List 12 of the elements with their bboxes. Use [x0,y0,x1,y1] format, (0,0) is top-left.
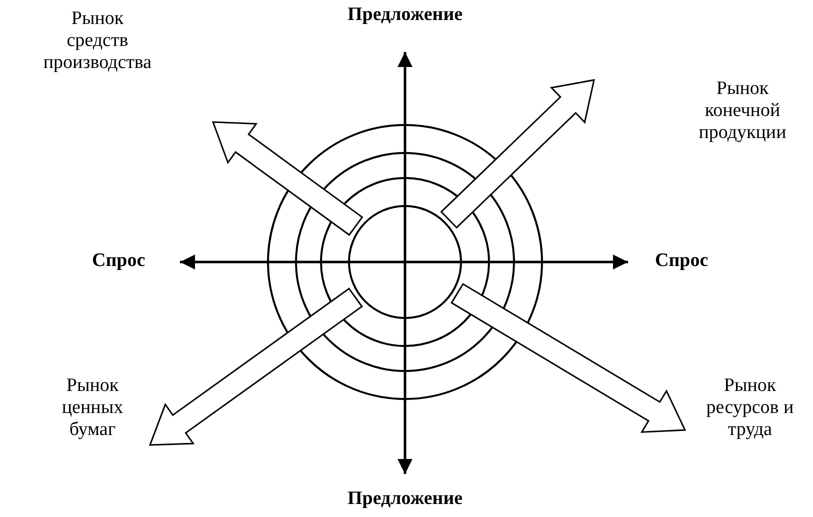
axis-label: Спрос [92,250,146,272]
axis-label: Предложение [348,4,463,26]
hollow-arrow [148,288,363,446]
hollow-arrow [212,121,364,236]
hollow-arrow [450,282,686,433]
axis-label: Спрос [655,250,708,272]
hollow-arrow [440,79,595,229]
axis-label: Предложение [348,488,463,510]
market-label: Рынок ценных бумаг [45,375,140,441]
market-label: Рынок средств производства [40,8,155,74]
market-label: Рынок ресурсов и труда [705,375,795,441]
market-label: Рынок конечной продукции [690,78,795,144]
